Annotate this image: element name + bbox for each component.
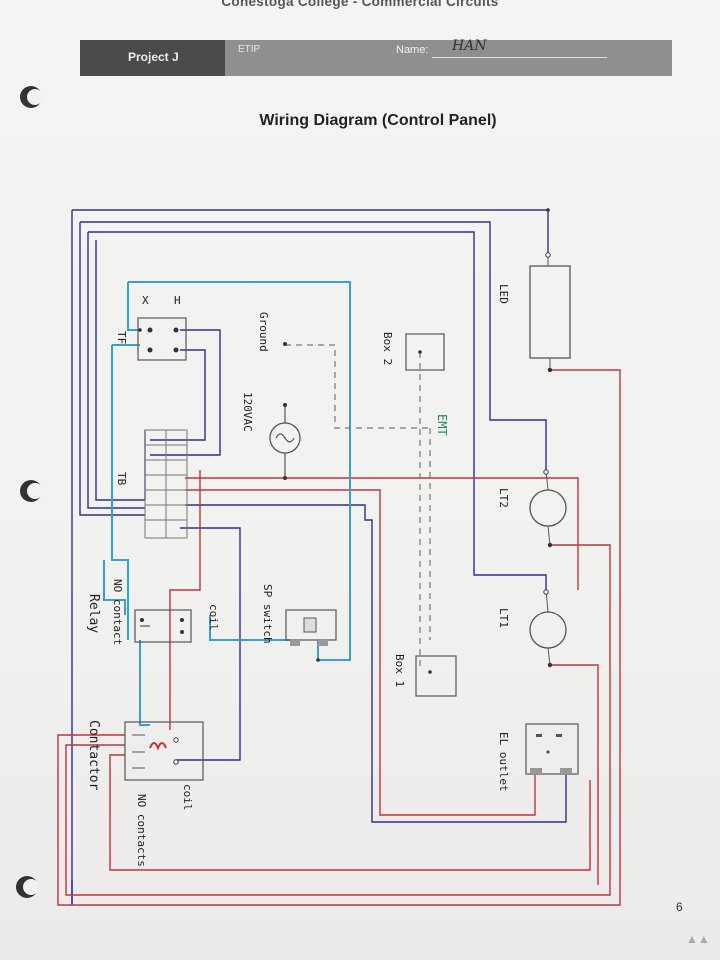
name-label: Name: xyxy=(396,44,429,56)
corner-logo-icon: ▲▲ xyxy=(686,932,710,946)
supply-label: 120VAC xyxy=(241,392,254,432)
lamp-lt2: LT2 xyxy=(497,469,567,548)
box-2: Box 2 xyxy=(381,332,445,371)
junction-dots xyxy=(138,208,550,662)
page-number: 6 xyxy=(676,900,683,914)
blue-wires xyxy=(71,209,567,905)
blue-wire-left-3 xyxy=(87,232,145,509)
red-wire-contactor xyxy=(109,754,591,871)
supply-source: 120VAC xyxy=(241,392,301,480)
contactor-label: Contactor xyxy=(86,720,101,791)
no-contacts-label: NO contacts xyxy=(135,794,148,867)
lightblue-tf-in xyxy=(127,282,140,331)
red-wire-led xyxy=(57,369,621,906)
lt2-label: LT2 xyxy=(497,488,510,508)
emt-label: EMT xyxy=(435,414,449,436)
blue-wire-outlet xyxy=(185,504,567,823)
ground-label: Ground xyxy=(257,312,270,352)
tf-label: TF xyxy=(115,331,128,344)
name-value: HAN xyxy=(452,38,487,54)
contactor-coil-label: coil xyxy=(181,784,194,811)
red-wire-lt1 xyxy=(550,664,599,885)
box1-label: Box 1 xyxy=(393,654,406,687)
led-fixture: LED xyxy=(497,252,571,373)
lamp-lt1: LT1 xyxy=(497,589,567,668)
box2-label: Box 2 xyxy=(381,332,394,365)
lightblue-switch xyxy=(128,281,351,661)
header-banner: Project J ETIP Name: HAN xyxy=(80,38,672,76)
lt1-label: LT1 xyxy=(497,608,510,628)
relay-coil-label: coil xyxy=(207,604,220,631)
tb-label: TB xyxy=(115,472,128,486)
box-1: Box 1 xyxy=(393,654,457,697)
tf-x-label: X xyxy=(142,294,149,307)
binder-hole-bottom xyxy=(16,876,39,898)
binder-hole-middle xyxy=(20,480,43,502)
emt-conduit xyxy=(285,344,431,670)
el-outlet: EL outlet xyxy=(497,723,579,792)
no-contact-label: NO contact xyxy=(111,579,124,645)
lightblue-coil xyxy=(209,615,290,641)
project-block: Project J xyxy=(80,40,225,76)
led-label: LED xyxy=(497,284,510,304)
blue-wire-left-2 xyxy=(79,222,145,516)
transformer-tf: H X TF xyxy=(115,294,187,361)
college-header: Conestoga College - Commercial Circuits xyxy=(221,0,499,9)
relay-label: Relay xyxy=(86,594,101,633)
terminal-block-tb xyxy=(144,429,188,539)
sp-switch: SP switch xyxy=(261,584,337,646)
relay: coil NO contact Relay xyxy=(86,579,220,645)
red-wire-relay xyxy=(169,470,201,730)
red-wires xyxy=(57,369,621,906)
tf-h-label: H xyxy=(174,294,181,307)
binder-hole-top xyxy=(20,86,43,108)
lightblue-relay xyxy=(111,345,129,640)
blue-wire-contactor xyxy=(176,527,241,761)
red-wire-tb xyxy=(185,477,579,590)
project-label: Project J xyxy=(128,50,179,64)
blue-wire-lt2 xyxy=(80,221,547,470)
red-wire-lt2 xyxy=(65,544,611,896)
red-wire-outlet xyxy=(185,489,536,816)
contactor: Contactor coil NO contacts xyxy=(86,720,204,867)
lightblue-contactor xyxy=(139,640,150,726)
lightblue-wires xyxy=(103,281,351,726)
blue-wire-tf-out-2 xyxy=(150,329,221,456)
diagram-title: Wiring Diagram (Control Panel) xyxy=(259,112,497,129)
name-line xyxy=(432,57,607,58)
sp-switch-label: SP switch xyxy=(261,584,274,644)
etip-label: ETIP xyxy=(238,44,261,55)
el-outlet-label: EL outlet xyxy=(497,732,510,792)
blue-wire-tf-out xyxy=(150,349,206,441)
blue-wire-left-4 xyxy=(95,240,145,501)
blue-wire-lt1 xyxy=(88,231,547,590)
